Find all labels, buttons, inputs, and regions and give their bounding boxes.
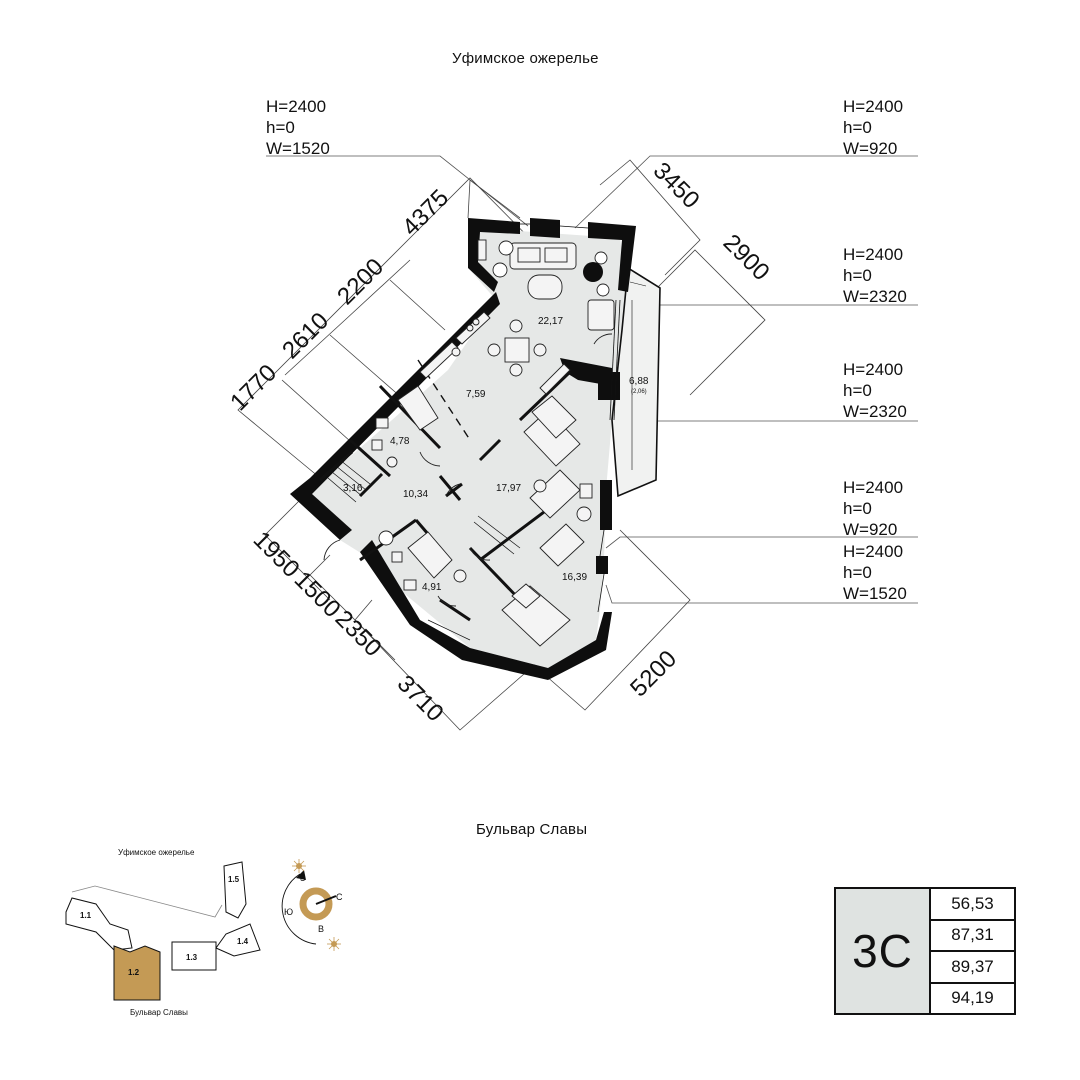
compass-south: Ю [284, 907, 293, 917]
section-label-1-1: 1.1 [80, 911, 92, 920]
window-height: H=2400 [843, 245, 904, 264]
window-spec-1: H=2400 h=0 W=1520 [266, 96, 330, 159]
dim-3450: 3450 [648, 157, 705, 214]
room-area-wardrobe: 3,16 [343, 483, 363, 494]
site-map-street-bottom: Бульвар Славы [130, 1008, 188, 1017]
window-spec-2: H=2400 h=0 W=920 [843, 96, 903, 159]
room-area-kitchen: 7,59 [466, 389, 486, 400]
window-sill: h=0 [843, 118, 872, 137]
compass-west: З [300, 873, 305, 883]
window-spec-4: H=2400 h=0 W=2320 [843, 359, 907, 422]
dim-2900: 2900 [718, 229, 775, 286]
dim-2200: 2200 [332, 253, 389, 310]
area-value-4: 94,19 [951, 988, 994, 1008]
window-sill: h=0 [843, 563, 872, 582]
apartment-areas: 56,53 87,31 89,37 94,19 [931, 889, 1014, 1013]
section-label-1-2: 1.2 [128, 968, 140, 977]
section-label-1-5: 1.5 [228, 875, 240, 884]
compass-needle [315, 895, 337, 905]
dimensions-bottom-right: 5200 [625, 645, 682, 702]
room-area-living: 22,17 [538, 316, 563, 327]
window-sill: h=0 [843, 381, 872, 400]
room-area-hall: 10,34 [403, 489, 428, 500]
sun-icon-bottom [327, 937, 341, 951]
apartment-floor [302, 228, 628, 668]
living-furniture [477, 239, 615, 331]
doors [323, 333, 613, 607]
room-area-balcony-sub: (2,06) [631, 389, 647, 395]
bath1-furniture [371, 385, 439, 468]
window-height: H=2400 [266, 97, 327, 116]
window-sill: h=0 [843, 266, 872, 285]
dim-4375: 4375 [397, 184, 454, 241]
window-height: H=2400 [843, 542, 904, 561]
compass-arc [281, 873, 317, 945]
window-width: W=1520 [266, 139, 330, 158]
window-spec-3: H=2400 h=0 W=2320 [843, 244, 907, 307]
room-area-bedroom2: 16,39 [562, 572, 587, 583]
bedroom1-furniture [523, 395, 593, 519]
window-sill: h=0 [266, 118, 295, 137]
window-height: H=2400 [843, 478, 904, 497]
apartment-info-box: 3С 56,53 87,31 89,37 94,19 [834, 887, 1016, 1015]
sun-icon-top [292, 859, 306, 873]
dining-furniture [487, 319, 547, 377]
dim-1770: 1770 [225, 359, 282, 416]
area-value-1: 56,53 [931, 889, 1014, 921]
balcony [611, 266, 661, 498]
kitchen-furniture [419, 311, 571, 395]
wardrobe-shelves [327, 459, 521, 641]
section-1-5 [223, 861, 247, 919]
dim-2350: 2350 [330, 605, 387, 662]
window-sill: h=0 [843, 499, 872, 518]
room-area-bath1: 4,78 [390, 436, 410, 447]
site-map-path [71, 885, 223, 918]
compass-arrow [296, 870, 306, 880]
apartment-type: 3С [836, 889, 931, 1013]
area-value-3: 89,37 [931, 952, 1014, 984]
dim-1500: 1500 [289, 566, 346, 623]
compass-east: В [318, 924, 324, 934]
window-width: W=1520 [843, 584, 907, 603]
site-map: Уфимское ожерелье Бульвар Славы 1.1 1.2 … [65, 848, 261, 1017]
section-1-4 [215, 923, 261, 957]
compass-ring [299, 887, 333, 921]
street-label-top: Уфимское ожерелье [452, 50, 599, 67]
window-width: W=920 [843, 139, 898, 158]
section-label-1-3: 1.3 [186, 953, 198, 962]
section-label-1-4: 1.4 [237, 937, 249, 946]
room-area-bedroom1: 17,97 [496, 483, 521, 494]
window-height: H=2400 [843, 97, 904, 116]
window-width: W=2320 [843, 287, 907, 306]
street-label-bottom: Бульвар Славы [476, 821, 588, 838]
section-1-3 [171, 941, 217, 971]
window-width: W=2320 [843, 402, 907, 421]
window-spec-6: H=2400 h=0 W=1520 [843, 541, 907, 604]
bedroom2-furniture [378, 506, 592, 647]
bath2-furniture [391, 531, 467, 591]
section-1-1 [65, 897, 133, 951]
room-area-bath2: 4,91 [422, 582, 442, 593]
section-1-2 [113, 945, 161, 1001]
dim-5200: 5200 [625, 645, 682, 702]
windows [520, 223, 621, 613]
compass-north: С [336, 892, 343, 902]
window-height: H=2400 [843, 360, 904, 379]
column-icon [583, 262, 603, 282]
dim-3710: 3710 [392, 670, 449, 727]
compass: З С Ю В [281, 859, 343, 951]
window-width: W=920 [843, 520, 898, 539]
room-area-balcony: 6,88 [629, 376, 649, 387]
area-value-2: 87,31 [931, 921, 1014, 952]
window-spec-5: H=2400 h=0 W=920 [843, 477, 903, 540]
site-map-street-top: Уфимское ожерелье [118, 848, 195, 857]
dim-1950: 1950 [248, 526, 305, 583]
